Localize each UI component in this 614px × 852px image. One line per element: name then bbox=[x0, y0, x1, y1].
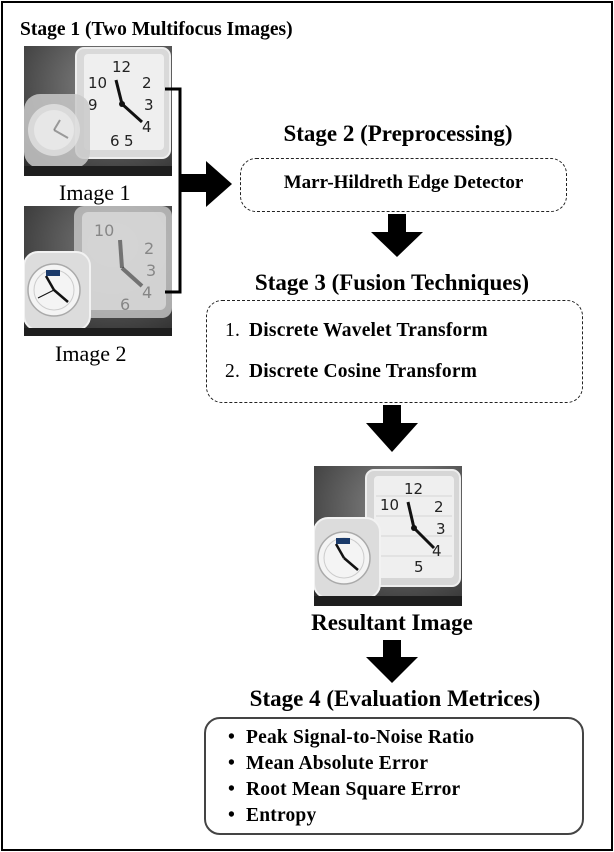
evaluation-metrics-box: • Peak Signal-to-Noise Ratio • Mean Abso… bbox=[204, 717, 584, 835]
clock-numeral: 6 bbox=[120, 295, 130, 314]
clock-numeral: 9 bbox=[88, 96, 98, 114]
technique-label: Discrete Cosine Transform bbox=[249, 361, 478, 382]
stage3-title: Stage 3 (Fusion Techniques) bbox=[254, 270, 530, 295]
clock-numeral: 3 bbox=[144, 96, 154, 114]
input-bracket bbox=[165, 87, 182, 294]
metric-label: Root Mean Square Error bbox=[246, 779, 461, 800]
metric-bullet: • bbox=[228, 727, 236, 748]
arrow-down-result-to-stage4 bbox=[366, 640, 418, 683]
image2-caption: Image 2 bbox=[55, 341, 127, 366]
resultant-image: 12 2 3 4 5 10 bbox=[314, 466, 462, 606]
metric-label: Entropy bbox=[246, 805, 317, 826]
metric-label: Peak Signal-to-Noise Ratio bbox=[246, 727, 475, 748]
technique-number: 1. bbox=[225, 320, 241, 341]
arrow-head-to-stage2 bbox=[206, 161, 232, 207]
fusion-techniques-box: 1. Discrete Wavelet Transform 2. Discret… bbox=[206, 300, 583, 403]
clock-numeral: 10 bbox=[380, 496, 399, 514]
clock-numeral: 10 bbox=[88, 74, 107, 92]
clock-numeral: 12 bbox=[404, 480, 423, 498]
stage1-title: Stage 1 (Two Multifocus Images) bbox=[20, 19, 293, 40]
arrow-down-stage3-to-result bbox=[366, 405, 418, 452]
clock-numeral: 2 bbox=[142, 74, 152, 92]
metric-bullet: • bbox=[228, 779, 236, 800]
clock-numeral: 3 bbox=[436, 520, 446, 538]
arrow-down-stage2-to-stage3 bbox=[371, 214, 423, 257]
stage4-title: Stage 4 (Evaluation Metrices) bbox=[249, 686, 541, 711]
technique-number: 2. bbox=[225, 361, 241, 382]
clock-numeral: 2 bbox=[144, 239, 154, 258]
clock-numeral: 4 bbox=[432, 542, 442, 560]
clock-numeral: 5 bbox=[414, 558, 424, 576]
metric-bullet: • bbox=[228, 753, 236, 774]
input-image-2: 10 2 3 4 6 bbox=[24, 206, 172, 336]
clock-numeral: 2 bbox=[434, 498, 444, 516]
clock-numeral: 12 bbox=[112, 58, 131, 76]
clock-numeral: 6 bbox=[110, 132, 120, 150]
clock-numeral: 5 bbox=[124, 132, 134, 150]
clock-numeral: 4 bbox=[142, 283, 152, 302]
stage2-title: Stage 2 (Preprocessing) bbox=[283, 121, 513, 146]
clock-numeral: 3 bbox=[146, 261, 156, 280]
preprocessing-box: Marr-Hildreth Edge Detector bbox=[240, 158, 567, 212]
metric-label: Mean Absolute Error bbox=[246, 753, 429, 774]
resultant-image-caption: Resultant Image bbox=[311, 610, 473, 635]
metric-bullet: • bbox=[228, 805, 236, 826]
preprocessing-method: Marr-Hildreth Edge Detector bbox=[283, 172, 524, 193]
clock-numeral: 4 bbox=[142, 118, 152, 136]
clock-numeral: 10 bbox=[94, 221, 114, 240]
technique-label: Discrete Wavelet Transform bbox=[249, 320, 488, 341]
input-image-1: 12 2 3 4 5 6 9 10 bbox=[24, 46, 172, 176]
image1-caption: Image 1 bbox=[59, 180, 131, 205]
